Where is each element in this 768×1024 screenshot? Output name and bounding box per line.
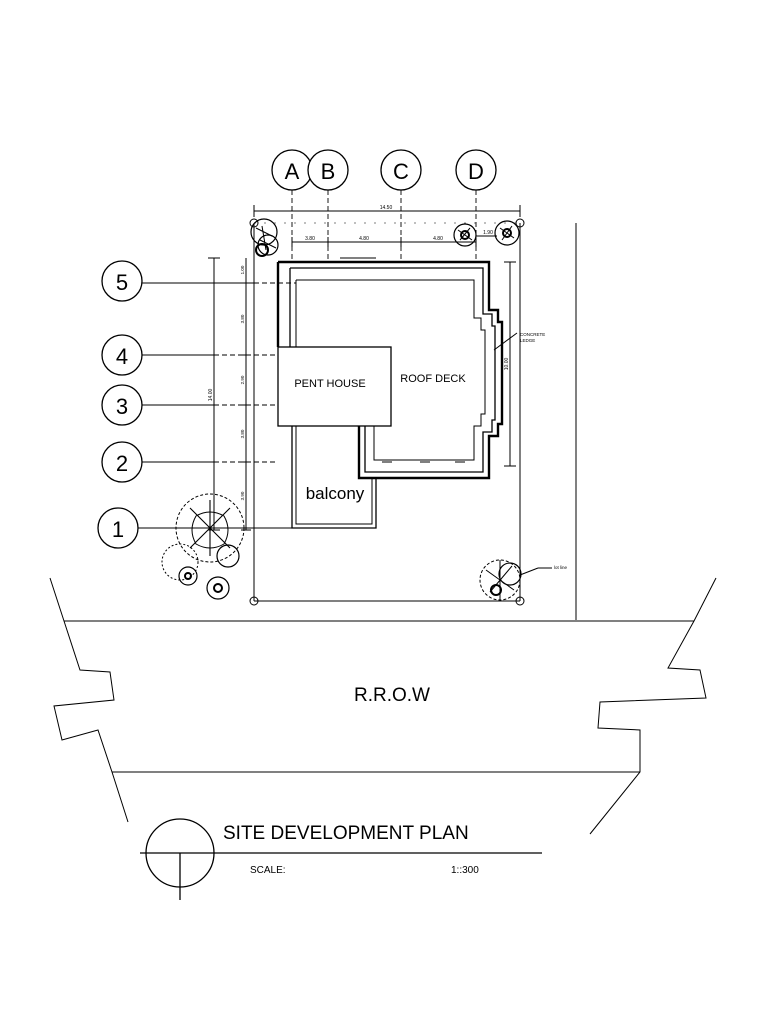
lot-line-label: lot line — [554, 565, 568, 570]
tree-icon-top-right — [453, 220, 520, 247]
dim-row-43: 2.90 — [240, 375, 245, 384]
grid-label-2: 2 — [116, 451, 128, 476]
grid-bubble-5 — [101, 260, 143, 302]
dim-bay-ab: 3.80 — [305, 236, 315, 242]
grid-row-bubbles: 5 4 3 2 1 — [97, 260, 296, 549]
dim-bay-bc: 4.80 — [359, 236, 369, 242]
roof-deck-label: ROOF DECK — [400, 373, 466, 385]
grid-column-bubbles: A B C D — [271, 149, 497, 262]
right-dimensions: 10.00 — [504, 261, 516, 467]
scale-label: SCALE: — [250, 865, 286, 876]
dim-building-depth: 10.00 — [504, 358, 510, 371]
grid-label-1: 1 — [112, 517, 124, 542]
dim-row-5: 1.00 — [240, 265, 245, 274]
grid-label-a: A — [285, 159, 300, 184]
grid-label-3: 3 — [116, 394, 128, 419]
lot-corner-marker — [249, 218, 259, 228]
grid-label-d: D — [468, 159, 484, 184]
road-right-of-way: R.R.O.W — [49, 577, 717, 835]
concrete-ledge-label-2: LEDGE — [520, 338, 535, 343]
tree-icon-bottom-right — [479, 559, 522, 601]
dim-overall-width: 14.50 — [380, 205, 393, 211]
top-dimensions: 14.50 3.80 4.80 4.80 1.90 — [253, 205, 521, 247]
dim-row-21: 3.90 — [240, 491, 245, 500]
grid-label-5: 5 — [116, 270, 128, 295]
dim-bay-cd: 4.80 — [433, 236, 443, 242]
pent-house-block — [277, 346, 392, 427]
lot-boundary — [249, 218, 577, 620]
lot-line-callout: lot line — [519, 565, 568, 576]
grid-bubble-4 — [101, 334, 143, 376]
drawing-title: SITE DEVELOPMENT PLAN — [223, 823, 469, 844]
road-label: R.R.O.W — [354, 685, 430, 706]
grid-label-b: B — [321, 159, 336, 184]
grid-bubble-3 — [101, 384, 143, 426]
scale-value: 1::300 — [451, 865, 479, 876]
dim-row-54: 3.80 — [240, 314, 245, 323]
left-dimensions: 14.00 1.00 3.80 2.90 3.80 3.90 — [208, 257, 251, 531]
lot-corner-marker — [515, 596, 525, 606]
concrete-ledge-callout: CONCRETE LEDGE — [493, 332, 545, 351]
grid-label-c: C — [393, 159, 409, 184]
grid-bubble-2 — [101, 441, 143, 483]
dim-overall-depth: 14.00 — [208, 389, 214, 402]
balcony-label: balcony — [306, 484, 365, 503]
concrete-ledge-label-1: CONCRETE — [520, 332, 545, 337]
dim-offset-right: 1.90 — [483, 230, 493, 236]
grid-bubble-1 — [97, 507, 139, 549]
title-block: SITE DEVELOPMENT PLAN SCALE: 1::300 — [140, 818, 542, 900]
tree-icon-top-left — [250, 218, 279, 257]
pent-house-label: PENT HOUSE — [294, 378, 365, 390]
tree-icon-bottom-left — [161, 493, 245, 600]
grid-label-4: 4 — [116, 344, 128, 369]
building-outline — [276, 257, 504, 529]
lot-corner-marker — [249, 596, 259, 606]
lot-corner-marker — [515, 218, 525, 228]
dim-row-32: 3.80 — [240, 429, 245, 438]
